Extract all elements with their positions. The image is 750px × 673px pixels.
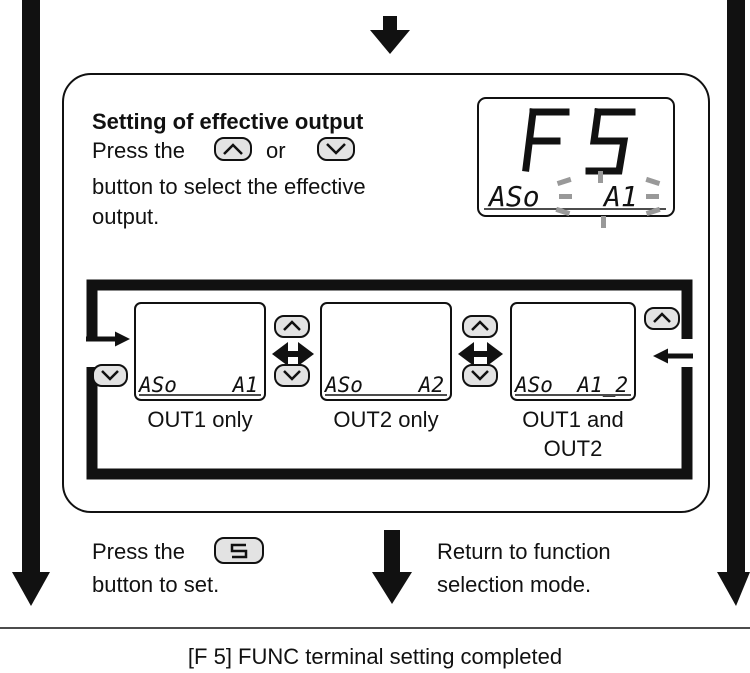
double-arrow-2-3 bbox=[458, 342, 503, 366]
lcd-option-3-right: A1_2 bbox=[575, 373, 628, 397]
down-button-icon-2[interactable] bbox=[462, 364, 498, 387]
option-2-caption: OUT2 only bbox=[333, 407, 439, 432]
up-button-icon-instruction[interactable] bbox=[214, 137, 252, 161]
down-button-icon-instruction[interactable] bbox=[317, 137, 355, 161]
right-long-arrow bbox=[717, 0, 750, 606]
up-button-icon-right[interactable] bbox=[644, 307, 680, 330]
lcd-option-3-left: ASo bbox=[513, 373, 553, 397]
return-instruction-line1: Return to function bbox=[437, 539, 611, 564]
lcd-option-1 bbox=[134, 302, 266, 401]
setting-title: Setting of effective output bbox=[92, 109, 364, 134]
lcd-main-top-chars: F 5 bbox=[0, 0, 2, 1]
up-button-icon-1[interactable] bbox=[274, 315, 310, 338]
lcd-option-2 bbox=[320, 302, 452, 401]
setting-press-prefix: Press the bbox=[92, 138, 185, 163]
set-instruction-line1: Press the bbox=[92, 539, 185, 564]
down-button-icon-1[interactable] bbox=[274, 364, 310, 387]
lcd-display-main bbox=[477, 97, 675, 228]
up-button-icon-2[interactable] bbox=[462, 315, 498, 338]
double-arrow-1-2 bbox=[272, 342, 314, 366]
bottom-center-arrow bbox=[372, 530, 412, 604]
footer-caption: [F 5] FUNC terminal setting completed bbox=[187, 644, 563, 669]
setting-or-word: or bbox=[266, 138, 286, 163]
set-instruction-line2: button to set. bbox=[92, 572, 220, 597]
setting-line3: output. bbox=[92, 204, 160, 229]
return-instruction-line2: selection mode. bbox=[437, 572, 592, 597]
left-long-arrow bbox=[12, 0, 50, 606]
top-arrow bbox=[370, 16, 410, 54]
option-3-caption-line1: OUT1 and bbox=[522, 407, 624, 432]
lcd-option-1-left: ASo bbox=[137, 373, 177, 397]
setting-panel bbox=[62, 73, 710, 513]
lcd-option-3 bbox=[510, 302, 636, 401]
lcd-option-2-left: ASo bbox=[323, 373, 363, 397]
lcd-main-bottom-left: ASo bbox=[487, 180, 540, 213]
lcd-main-bottom-right: A1 bbox=[602, 180, 638, 213]
lcd-option-2-right: A2 bbox=[417, 373, 444, 397]
down-button-icon-left[interactable] bbox=[92, 364, 128, 387]
cycle-loop-bracket bbox=[86, 279, 693, 480]
s-button-icon[interactable] bbox=[214, 537, 264, 564]
lcd-option-1-right: A1 bbox=[231, 373, 258, 397]
setting-line2: button to select the effective bbox=[92, 174, 366, 199]
option-3-caption-line2: OUT2 bbox=[543, 436, 603, 461]
option-1-caption: OUT1 only bbox=[147, 407, 253, 432]
